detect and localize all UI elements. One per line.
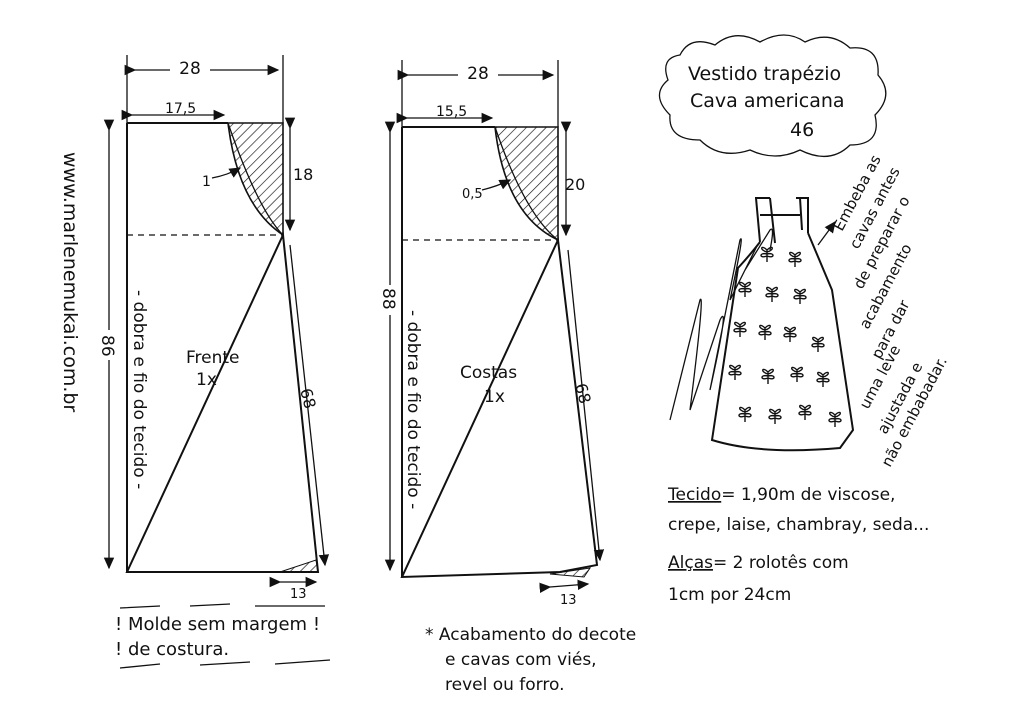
front-fold-label: - dobra e fio do tecido - [129, 290, 149, 489]
flower-print-icon [761, 368, 775, 384]
back-side-length-label: 68 [571, 381, 595, 406]
front-width-label: 28 [179, 59, 201, 79]
back-armhole-cutout [494, 126, 559, 242]
front-pattern-piece: 28 17,5 18 1 86 68 13 - dobra e fio do t… [97, 55, 330, 602]
front-armhole-cutout [227, 122, 284, 237]
flower-print-icon [793, 288, 807, 304]
signature [669, 228, 774, 421]
svg-text:! Molde sem margem !: ! Molde sem margem ! [115, 614, 320, 635]
back-neck-width-label: 15,5 [436, 104, 467, 120]
svg-text:! de costura.: ! de costura. [115, 639, 229, 660]
title-line-2: Cava americana [690, 90, 845, 112]
back-pattern-piece: 28 15,5 20 0,5 88 68 13 - dobra e fio do… [378, 60, 605, 608]
back-hem-extension-label: 13 [560, 593, 577, 608]
title-line-1: Vestido trapézio [688, 63, 841, 85]
back-fold-label: - dobra e fio do tecido - [403, 310, 423, 509]
svg-text:Tecido= 1,90m de viscose,: Tecido= 1,90m de viscose, [667, 485, 895, 505]
straps-label: Alças [668, 553, 713, 573]
fabric-notes: Tecido= 1,90m de viscose, crepe, laise, … [667, 485, 929, 605]
front-length-label: 86 [97, 335, 117, 357]
flower-print-icon [816, 371, 830, 387]
flower-print-icon [765, 286, 779, 302]
back-count-label: 1x [484, 387, 505, 407]
svg-text:Alças= 2 rolotês com: Alças= 2 rolotês com [668, 553, 849, 573]
front-count-label: 1x [196, 370, 217, 390]
flower-print-icon [783, 326, 797, 342]
back-width-label: 28 [467, 64, 489, 84]
back-armhole-depth-label: 20 [565, 175, 585, 194]
flower-print-icon [788, 251, 802, 267]
flower-print-icon [811, 336, 825, 352]
front-side-length-label: 68 [296, 386, 320, 411]
straps-line-2: 1cm por 24cm [668, 585, 791, 605]
front-armhole-offset-label: 1 [202, 174, 211, 190]
fabric-line-1: = 1,90m de viscose, [721, 485, 895, 505]
title-line-3: 46 [790, 119, 814, 141]
finish-note: * Acabamento do decote e cavas com viés,… [425, 625, 636, 695]
back-armhole-offset-label: 0,5 [462, 187, 483, 202]
flower-print-icon [760, 246, 774, 262]
finish-note-line-2: e cavas com viés, [445, 650, 597, 670]
flower-print-icon [768, 408, 782, 424]
finish-note-line-1: * Acabamento do decote [425, 625, 636, 645]
website-text: www.marlenemukai.com.br [59, 152, 81, 412]
flower-print-icon [738, 281, 752, 297]
back-length-label: 88 [378, 288, 398, 310]
back-name-label: Costas [460, 363, 517, 383]
front-armhole-depth-label: 18 [293, 165, 313, 184]
flower-print-icon [828, 411, 842, 427]
title-cloud: Vestido trapézio Cava americana 46 [658, 34, 887, 157]
straps-line-1: = 2 rolotês com [713, 553, 849, 573]
flower-print-icon [758, 324, 772, 340]
flower-print-icon [790, 366, 804, 382]
dress-sketch [710, 197, 855, 452]
front-name-label: Frente [186, 348, 240, 368]
front-hem-extension-label: 13 [290, 587, 307, 602]
finish-note-line-3: revel ou forro. [445, 675, 565, 695]
flower-print-icon [738, 406, 752, 422]
front-neck-width-label: 17,5 [165, 101, 196, 117]
sketch-note: Embeba as cavas antes de preparar o acab… [830, 152, 951, 470]
flower-print-icon [733, 321, 747, 337]
seam-note-line-1: Molde sem margem [128, 614, 307, 635]
seam-note: ! Molde sem margem ! ! de costura. [115, 603, 331, 669]
flower-print-icon [728, 364, 742, 380]
flower-print-icon [798, 404, 812, 420]
fabric-line-2: crepe, laise, chambray, seda... [668, 515, 929, 535]
fabric-label: Tecido [667, 485, 721, 505]
seam-note-line-2: de costura. [128, 639, 229, 660]
